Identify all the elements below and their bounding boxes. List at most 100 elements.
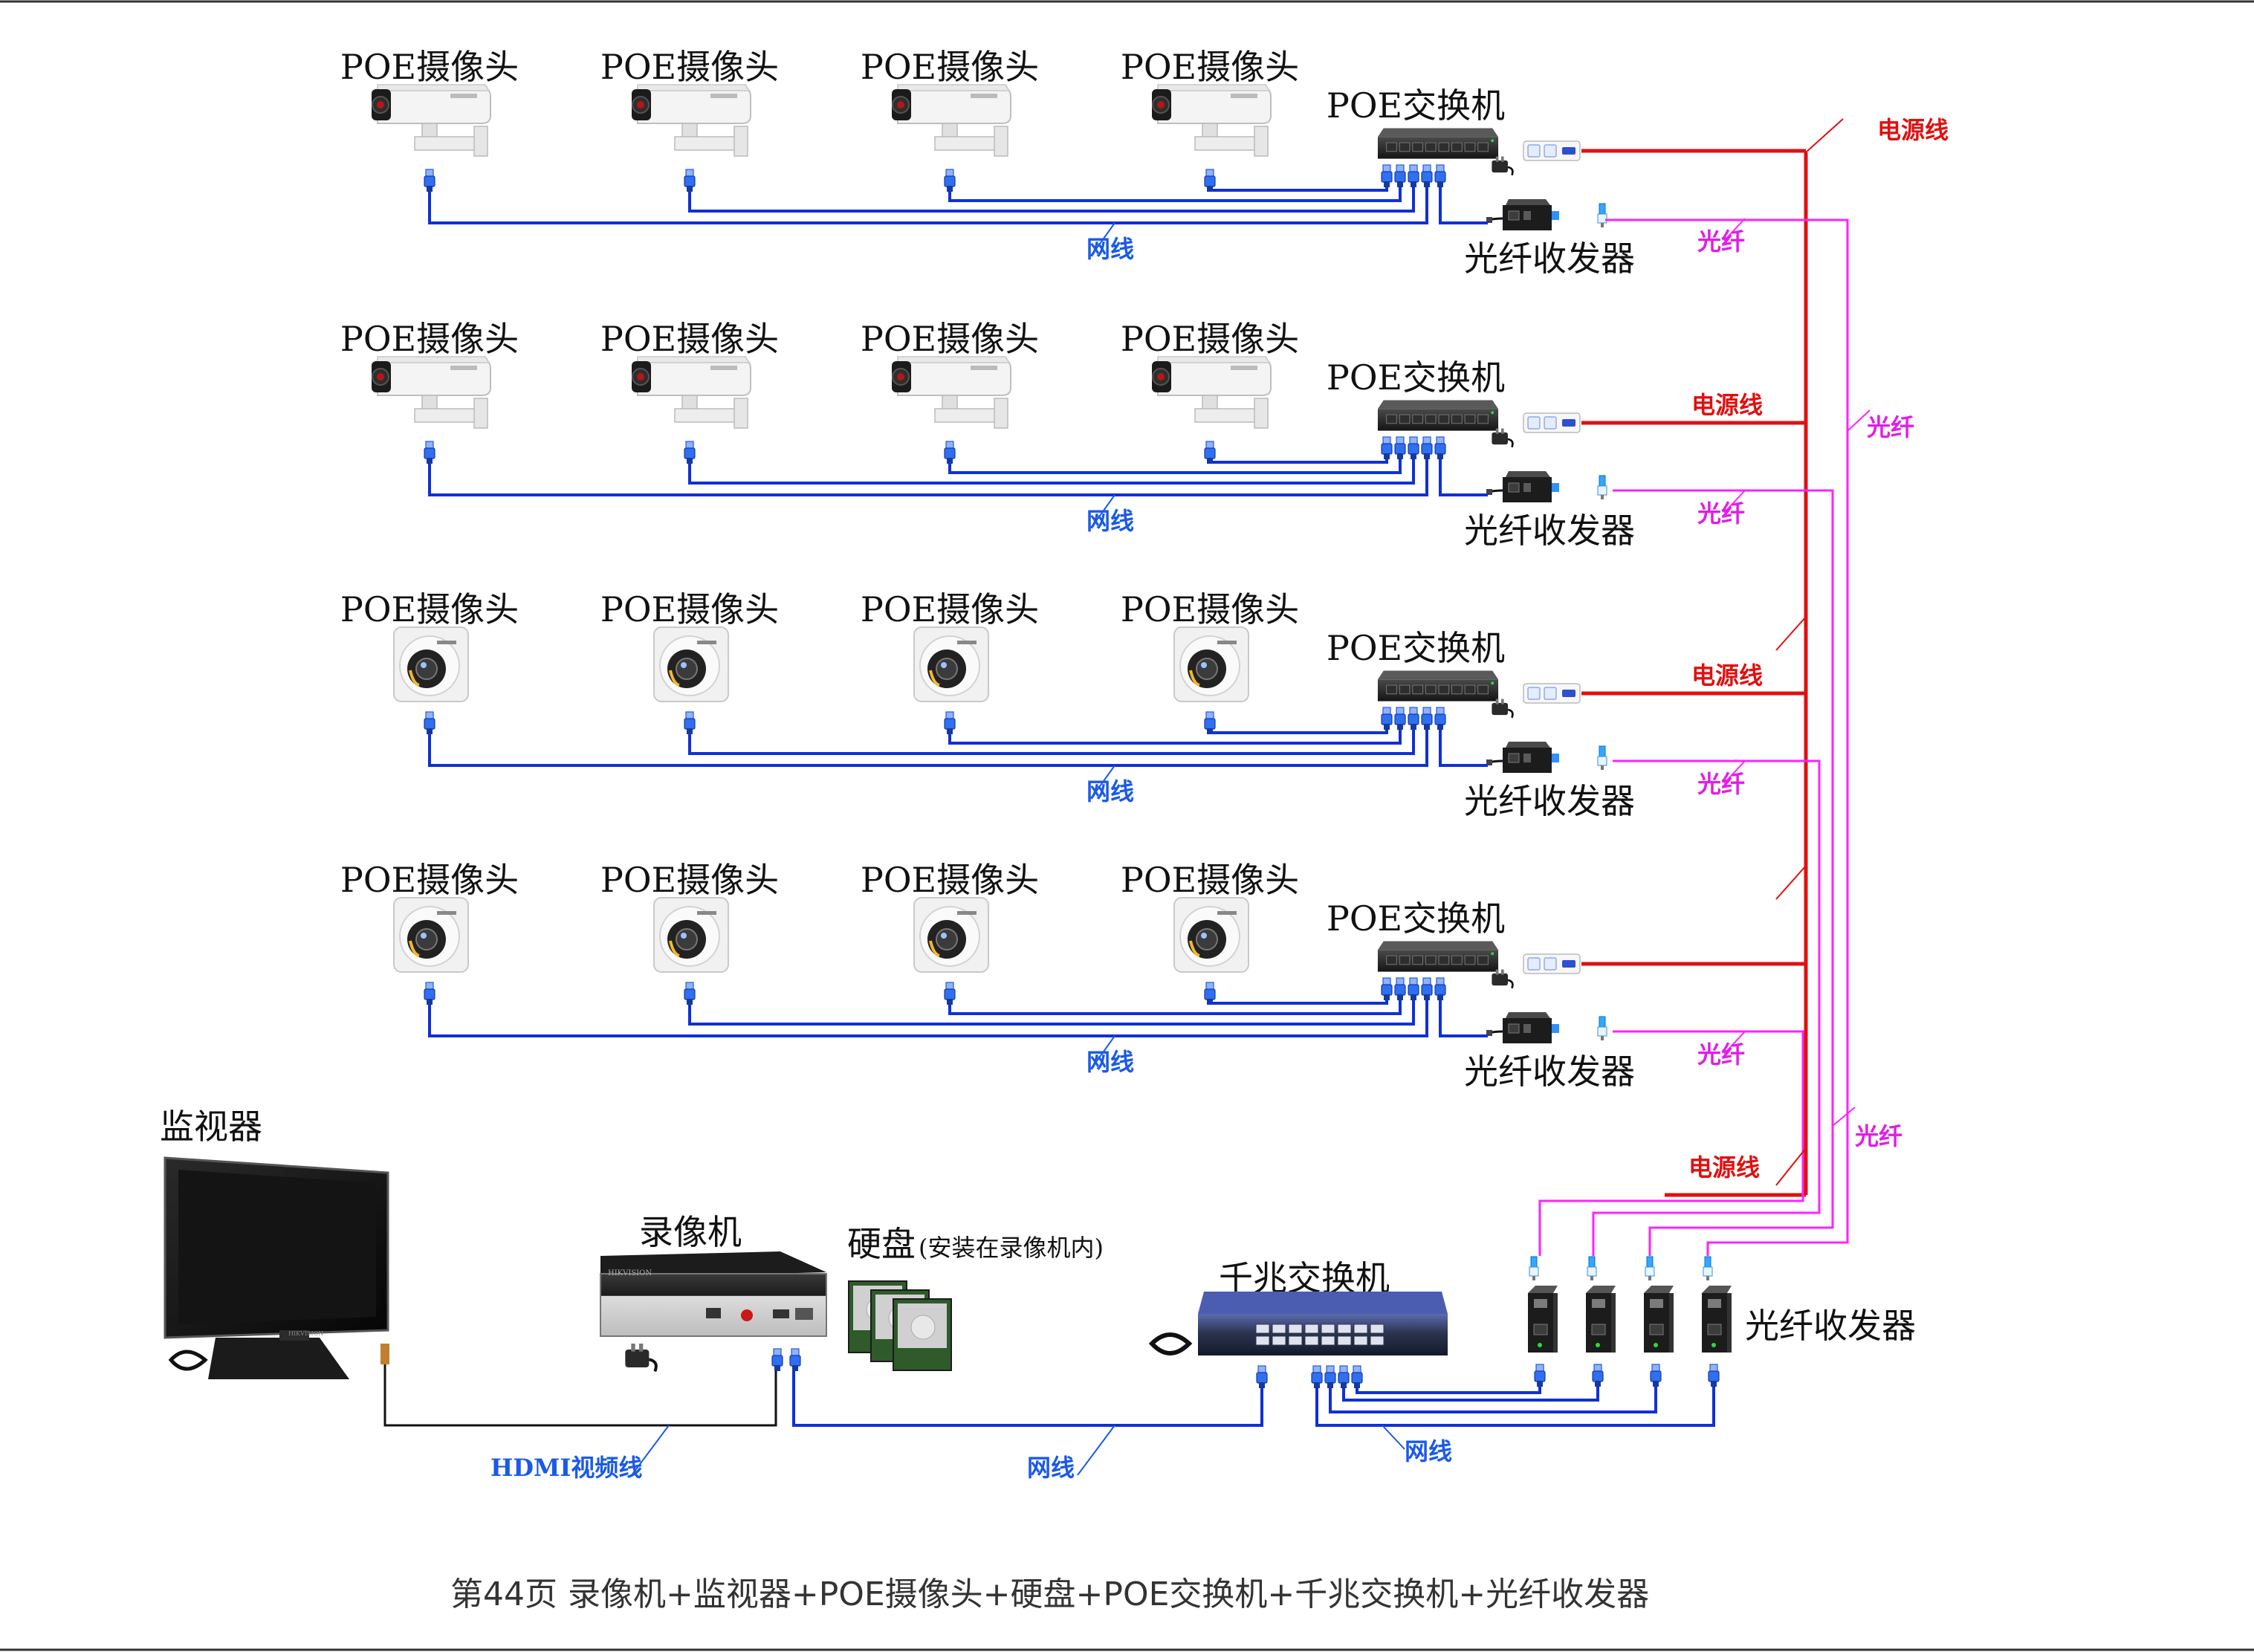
camera-dome-icon [1173, 626, 1250, 703]
fiber-transceiver: 光纤收发器 [1464, 740, 1635, 821]
camera-label: POE摄像头 [1121, 860, 1299, 900]
camera-bullet-icon [1151, 356, 1272, 429]
side-power-label-bottom: 电源线 [1688, 1153, 1760, 1182]
net-label-left: 网线 [1027, 1454, 1075, 1482]
power-line-label: 电源线 [1691, 661, 1763, 690]
camera-label: POE摄像头 [861, 319, 1039, 359]
camera-label: POE摄像头 [340, 319, 519, 359]
camera-label: POE摄像头 [1121, 319, 1299, 359]
transceiver-label: 光纤收发器 [1464, 1052, 1635, 1092]
monitor: 监视器 HIKVISION [160, 1107, 389, 1379]
power-strip [1523, 412, 1581, 433]
rj45-connector [944, 711, 956, 735]
rj45-connector [684, 711, 696, 735]
rj45-connector [684, 169, 696, 192]
monitor-label: 监视器 [160, 1107, 262, 1147]
net-cable-label: 网线 [1086, 235, 1134, 263]
fiber-transceiver: 光纤收发器 [1464, 198, 1635, 279]
nvr-label: 录像机 [639, 1212, 742, 1252]
camera-label: POE摄像头 [1121, 47, 1299, 87]
camera-bullet-icon [891, 84, 1011, 157]
power-adapter [1491, 155, 1514, 177]
camera-bullet-icon [371, 84, 491, 157]
fiber-transceiver: 光纤收发器 [1464, 1011, 1635, 1092]
transceiver-label: 光纤收发器 [1464, 239, 1635, 279]
camera-label: POE摄像头 [340, 47, 519, 87]
page-caption: 第44页 录像机+监视器+POE摄像头+硬盘+POE交换机+千兆交换机+光纤收发… [450, 1575, 1649, 1613]
camera-dome-icon [913, 896, 990, 974]
network-cables [428, 730, 1488, 767]
poe-switch: POE交换机 [1327, 85, 1505, 188]
camera-bullet-icon [631, 356, 751, 429]
transceiver-bank: 光纤收发器 [1527, 1256, 1916, 1387]
rj45-connector [944, 169, 956, 192]
poe-switch-label: POE交换机 [1327, 898, 1505, 939]
poe-switch: POE交换机 [1327, 628, 1505, 731]
rj45-connector [424, 169, 435, 192]
rj45-connector [424, 441, 435, 464]
camera-label: POE摄像头 [340, 589, 519, 629]
fiber-label: 光纤 [1697, 1040, 1745, 1069]
power-strip [1523, 140, 1581, 161]
hdd-note: (安装在录像机内) [919, 1234, 1104, 1262]
camera-dome-icon [652, 626, 730, 703]
rj45-connector [424, 711, 435, 735]
rj45-connector [944, 441, 956, 464]
camera-label: POE摄像头 [600, 589, 779, 629]
side-fiber-label-lower: 光纤 [1855, 1122, 1902, 1150]
network-cables [428, 1000, 1488, 1037]
camera-dome-icon [913, 626, 990, 703]
power-strip [1523, 683, 1581, 704]
svg-text:HIKVISION: HIKVISION [288, 1330, 323, 1337]
camera-bullet-icon [371, 356, 491, 429]
rj45-connector [1204, 982, 1216, 1005]
fiber-label: 光纤 [1697, 227, 1745, 256]
net-label-right: 网线 [1405, 1437, 1452, 1465]
camera-bullet-icon [1151, 84, 1272, 157]
hard-disks: 硬盘 (安装在录像机内) [847, 1224, 1104, 1371]
network-cables [428, 459, 1488, 496]
hdd-label: 硬盘 [847, 1224, 916, 1264]
camera-label: POE摄像头 [340, 860, 519, 900]
power-adapter [1491, 698, 1514, 719]
camera-label: POE摄像头 [1121, 589, 1299, 629]
camera-label: POE摄像头 [861, 589, 1039, 629]
camera-label: POE摄像头 [861, 47, 1039, 87]
transceiver-label: 光纤收发器 [1464, 511, 1635, 551]
hdmi-cable-label: HDMI视频线 [490, 1454, 642, 1482]
network-cables [428, 187, 1488, 224]
side-trunks [1538, 118, 1871, 1256]
bottom-section: 监视器 HIKVISION 录像机 HIKVISION 硬盘 (安 [160, 1107, 1916, 1482]
poe-switch-label: POE交换机 [1327, 357, 1505, 398]
net-cable-label: 网线 [1086, 507, 1134, 535]
net-cable-label: 网线 [1086, 777, 1134, 806]
power-adapter [1491, 968, 1514, 990]
fiber-label: 光纤 [1697, 770, 1745, 798]
poe-switch-label: POE交换机 [1327, 85, 1505, 126]
rj45-connector [1204, 711, 1216, 735]
side-fiber-label-upper: 光纤 [1867, 413, 1914, 441]
camera-label: POE摄像头 [600, 319, 779, 359]
transceivers-label: 光纤收发器 [1745, 1306, 1916, 1346]
camera-label: POE摄像头 [600, 47, 779, 87]
rj45-connector [944, 982, 956, 1005]
rj45-connector [1204, 441, 1216, 464]
gigabit-switch: 千兆交换机 [1148, 1258, 1448, 1389]
camera-dome-icon [652, 896, 730, 974]
nvr-recorder: 录像机 HIKVISION [600, 1212, 827, 1371]
camera-bullet-icon [891, 356, 1011, 429]
poe-switch-label: POE交换机 [1327, 628, 1505, 668]
poe-switch: POE交换机 [1327, 898, 1505, 1001]
rj45-connector [684, 441, 696, 464]
camera-label: POE摄像头 [861, 860, 1039, 900]
rj45-connector [1204, 169, 1216, 192]
bottom-cabling [383, 1364, 1715, 1476]
power-line-label: 电源线 [1877, 116, 1949, 144]
poe-switch: POE交换机 [1327, 357, 1505, 460]
power-adapter [1491, 427, 1514, 449]
